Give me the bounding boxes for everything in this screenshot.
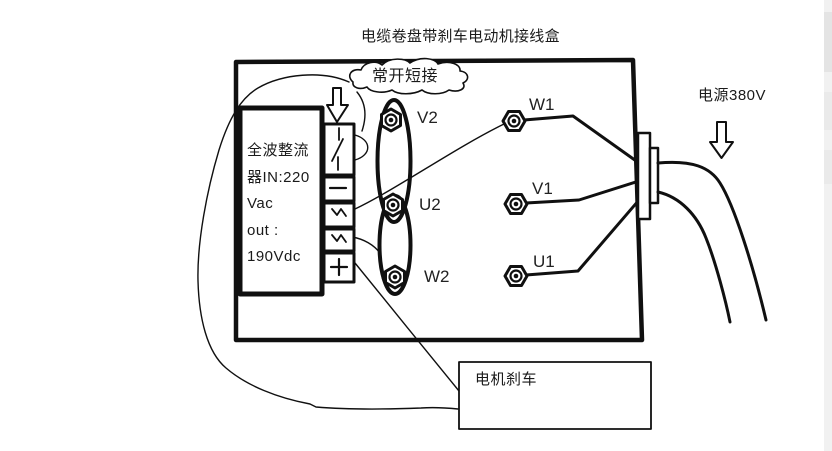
- cloud-callout-label: 常开短接: [372, 68, 439, 85]
- rectifier-spec-line: 器IN:220: [247, 168, 310, 186]
- cloud-tail: [356, 91, 366, 132]
- rectifier-spec-text: 全波整流 器IN:220 Vac out : 190Vdc: [247, 138, 310, 271]
- ac-wave-symbol: [331, 234, 347, 243]
- cable-gland-outer: [636, 131, 652, 221]
- supply-cable-lower: [656, 190, 732, 324]
- terminal-label-w2: W2: [424, 267, 450, 286]
- brake-wire-outer-loop: [197, 74, 459, 410]
- terminal-label-v1: V1: [532, 179, 553, 198]
- terminal-v2: [380, 107, 402, 133]
- edge-strip-segment: [824, 92, 832, 130]
- power-supply-label: 电源380V: [698, 87, 767, 104]
- strip-cell-minus: [322, 175, 356, 203]
- edge-strip-segment: [824, 12, 832, 72]
- rectifier-spec-line: Vac: [247, 195, 274, 212]
- diagram-title: 电缆卷盘带刹车电动机接线盒: [361, 28, 560, 45]
- rectifier-box: [237, 105, 325, 297]
- terminal-label-u2: U2: [419, 195, 441, 214]
- wire-rectifier-to-w1: [354, 123, 505, 210]
- rectifier-spec-line: 190Vdc: [247, 248, 301, 265]
- ac-wave-symbol: [331, 208, 347, 217]
- strip-cell-ac2: [322, 227, 356, 253]
- edge-strip-segment: [824, 150, 832, 184]
- terminal-u1: [503, 265, 529, 287]
- lead-v1: [524, 179, 641, 205]
- terminal-v1: [503, 193, 529, 215]
- plus-symbol: [329, 257, 349, 277]
- terminal-w2: [384, 264, 406, 290]
- terminal-label-u1: U1: [533, 252, 555, 271]
- terminal-label-v2: V2: [417, 108, 438, 127]
- down-arrow-icon: [326, 87, 349, 123]
- lead-w1: [522, 114, 641, 165]
- terminal-label-w1: W1: [529, 95, 555, 114]
- down-arrow-icon: [709, 121, 734, 159]
- wire-rectifier-to-link: [351, 236, 381, 254]
- shorting-link-v2-u2: [375, 98, 413, 224]
- lead-u1: [524, 198, 641, 277]
- rectifier-spec-line: 全波整流: [247, 142, 310, 159]
- brake-box: [458, 361, 652, 430]
- strip-loop-tab: [354, 134, 369, 161]
- terminal-box-outline: [233, 57, 645, 343]
- wire-rectifier-to-brake: [354, 262, 460, 392]
- supply-cable-upper: [656, 160, 768, 322]
- rectifier-spec-line: out :: [247, 221, 279, 239]
- cable-gland-inner: [648, 146, 660, 205]
- switch-symbol: [331, 127, 344, 171]
- strip-cell-ac1: [322, 201, 356, 229]
- brake-box-label: 电机刹车: [475, 371, 538, 388]
- cloud-callout: [349, 57, 469, 95]
- screenshot-edge-strip: [824, 0, 832, 451]
- terminal-w1: [501, 110, 527, 132]
- terminal-u2: [382, 192, 404, 218]
